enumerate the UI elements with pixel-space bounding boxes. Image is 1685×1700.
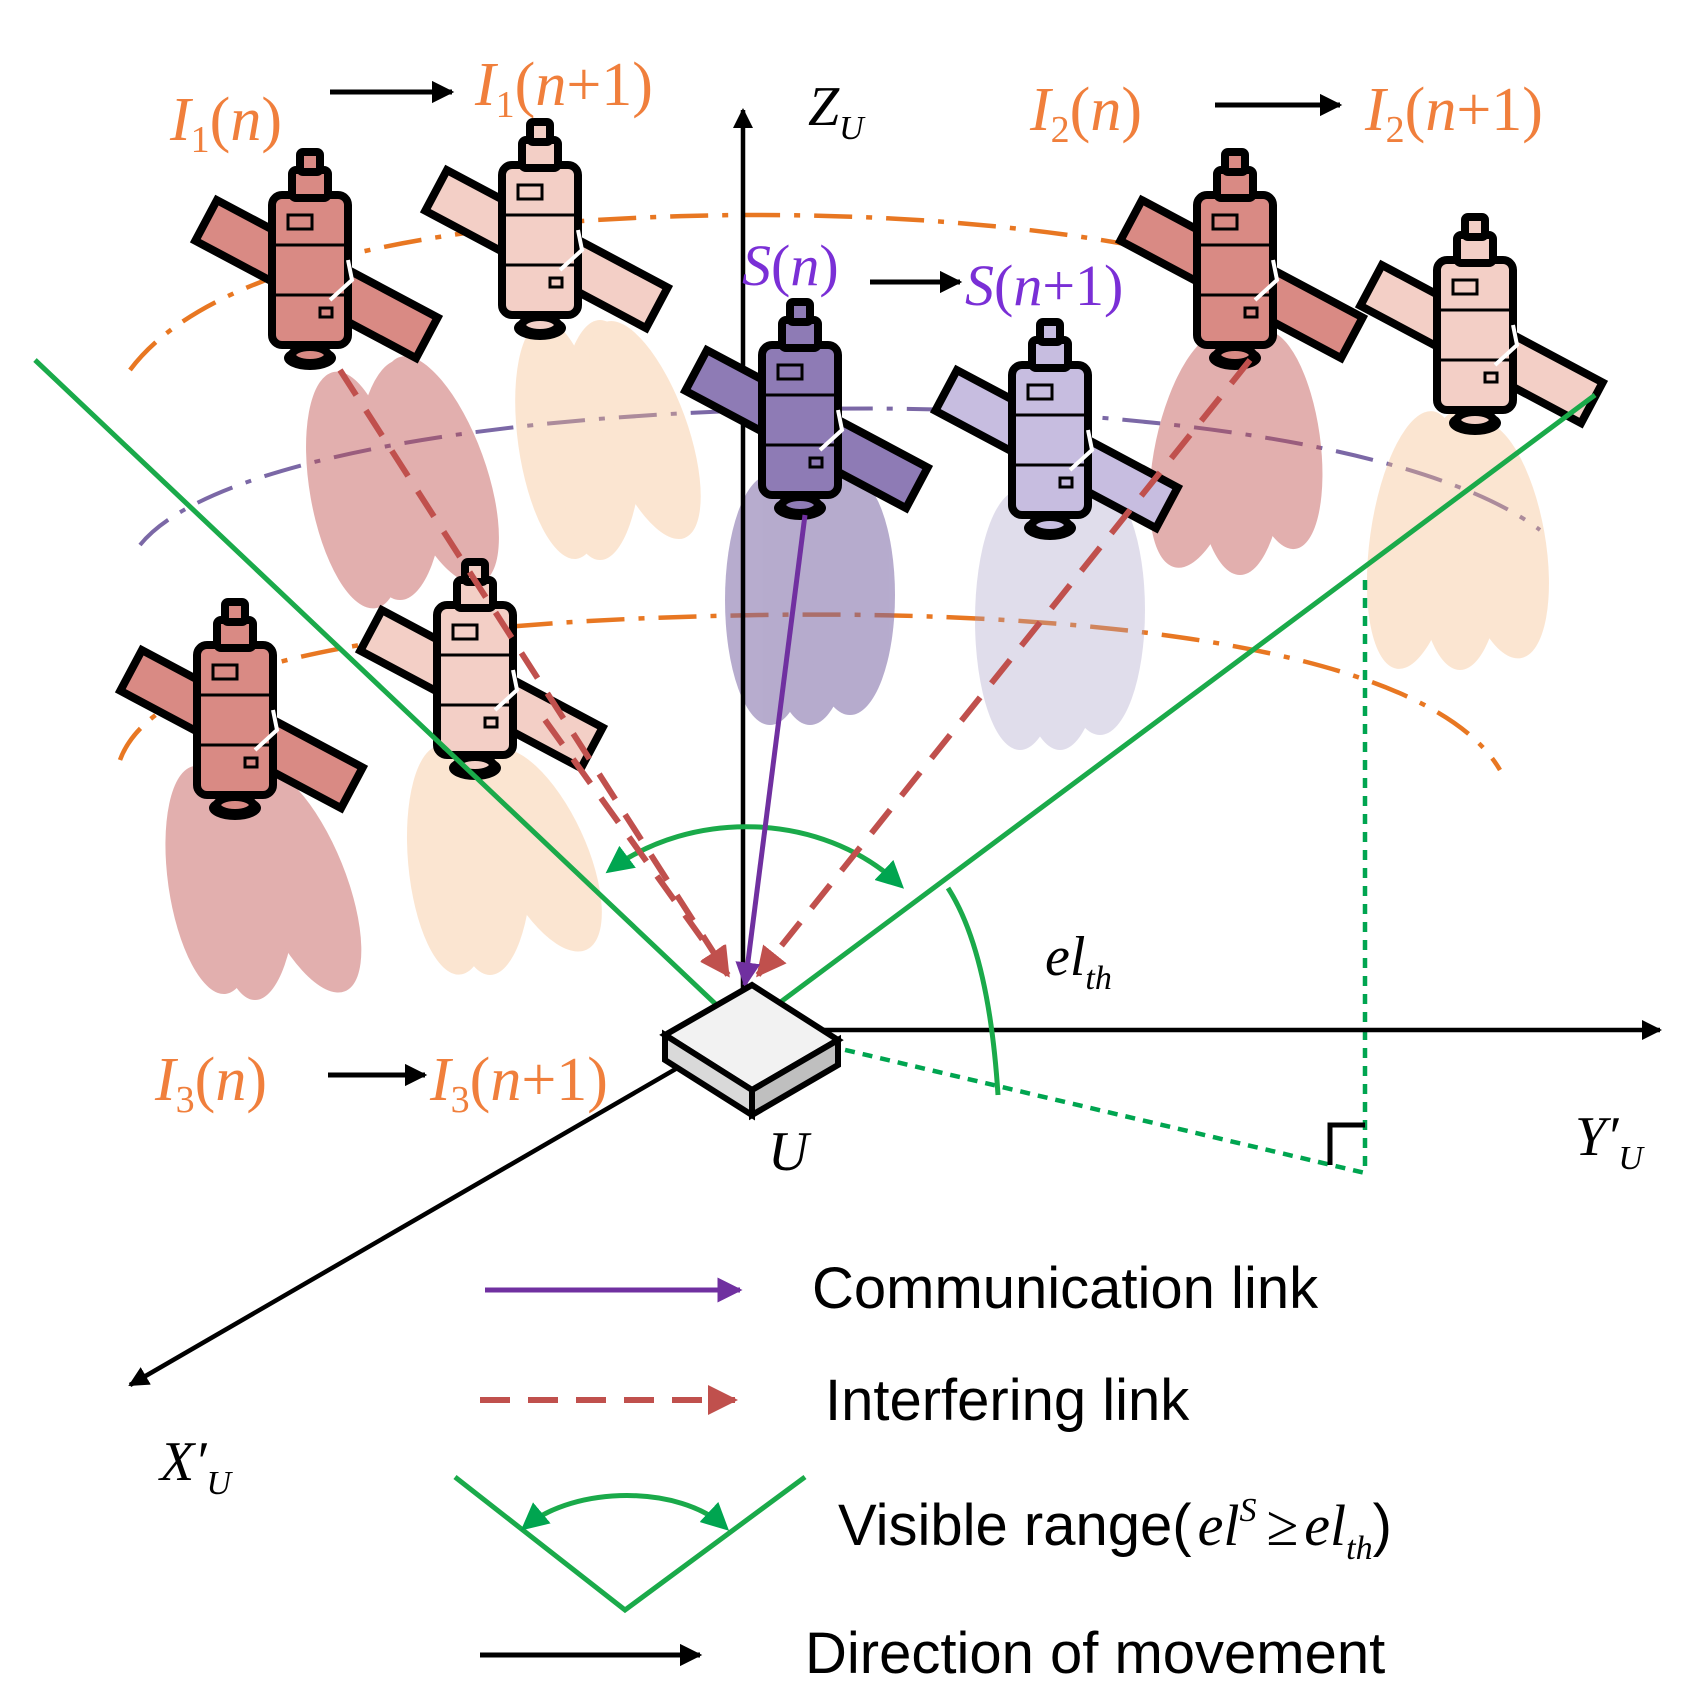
legend-communication: Communication link: [485, 1256, 1319, 1321]
label-i3-n1: I3(n+1): [429, 1046, 608, 1121]
legend-direction-label: Direction of movement: [805, 1621, 1385, 1686]
satellite-i1-n1: [419, 118, 674, 340]
label-x-axis: X′U: [158, 1431, 233, 1502]
communication-link: [735, 514, 808, 988]
label-i3-n: I3(n): [154, 1046, 267, 1121]
satellite-i2-n: [1114, 148, 1369, 370]
satellite-i3-n: [114, 598, 369, 820]
satellite-s-n: [679, 298, 934, 520]
satellite-s-n1: [929, 318, 1184, 540]
label-z-axis: ZU: [808, 76, 866, 147]
movement-arrows: [328, 80, 1343, 1087]
label-i2-n: I2(n): [1029, 76, 1142, 151]
legend-communication-label: Communication link: [812, 1256, 1319, 1321]
label-el-th: elth: [1045, 926, 1112, 997]
legend: Communication link Interfering link Visi…: [453, 1256, 1392, 1686]
satellite-i2-n1: [1354, 213, 1609, 435]
label-i1-n: I1(n): [169, 86, 282, 161]
beam-i3-n1: [406, 745, 602, 975]
legend-interfering: Interfering link: [480, 1368, 1190, 1433]
legend-visible-range-label: Visible range(elS≥elth): [838, 1492, 1392, 1567]
beam-i2-n1: [1366, 410, 1549, 670]
label-s-n: S(n): [742, 233, 839, 298]
label-y-axis: Y′U: [1575, 1106, 1645, 1177]
legend-visible-range: Visible range(elS≥elth): [453, 1474, 1392, 1614]
beam-i3-n: [165, 760, 362, 1000]
label-i1-n1: I1(n+1): [474, 51, 653, 126]
beam-s-n1: [975, 485, 1145, 750]
beam-i1-n1: [515, 320, 701, 560]
label-user: U: [768, 1121, 812, 1183]
satellite-i1-n: [189, 148, 444, 370]
label-i2-n1: I2(n+1): [1364, 76, 1543, 151]
interfering-links: [337, 358, 1253, 978]
label-s-n1: S(n+1): [965, 253, 1123, 318]
projection-lines: [739, 580, 1368, 1176]
legend-direction: Direction of movement: [480, 1621, 1385, 1686]
user-terminal-box: [659, 981, 844, 1121]
x-axis: [128, 1028, 745, 1387]
right-angle-mark: [1327, 1122, 1365, 1165]
beam-i2-n: [1149, 325, 1323, 575]
legend-interfering-label: Interfering link: [825, 1368, 1190, 1433]
